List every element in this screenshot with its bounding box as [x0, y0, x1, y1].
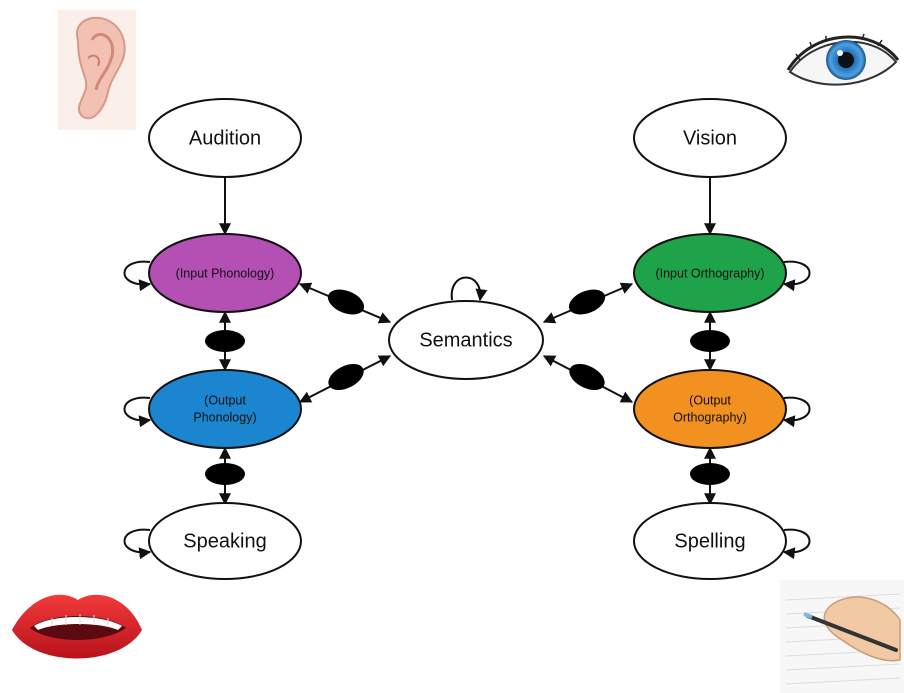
output-phonology-label-line1: (Output [204, 393, 246, 407]
spelling-label: Spelling [674, 530, 745, 552]
connector-ovals [205, 289, 730, 485]
node-semantics: Semantics [388, 300, 544, 380]
output-phonology-label-line2: Phonology) [193, 410, 256, 424]
vision-label: Vision [683, 127, 737, 149]
ear-icon [58, 10, 136, 130]
input-phonology-label: (Input Phonology) [176, 266, 275, 280]
node-vision: Vision [633, 98, 787, 178]
semantics-label: Semantics [419, 329, 512, 351]
node-output-phonology: (Output Phonology) [148, 369, 302, 449]
connector-oval [205, 330, 245, 352]
node-input-orthography: (Input Orthography) [633, 233, 787, 313]
output-orthography-label-line2: Orthography) [673, 410, 747, 424]
input-orthography-label: (Input Orthography) [655, 266, 764, 280]
connector-oval [327, 289, 365, 315]
node-speaking: Speaking [148, 502, 302, 580]
node-output-orthography: (Output Orthography) [633, 369, 787, 449]
connector-oval [568, 289, 606, 315]
hand-writing-icon [780, 580, 904, 693]
node-audition: Audition [148, 98, 302, 178]
node-spelling: Spelling [633, 502, 787, 580]
speaking-label: Speaking [183, 530, 266, 552]
audition-label: Audition [189, 127, 261, 149]
output-orthography-label-line1: (Output [689, 393, 731, 407]
connector-oval [690, 463, 730, 485]
connector-oval [569, 363, 605, 391]
connector-oval [690, 330, 730, 352]
mouth-icon [12, 594, 142, 659]
connector-oval [328, 363, 364, 391]
connector-oval [205, 463, 245, 485]
node-input-phonology: (Input Phonology) [148, 233, 302, 313]
eye-icon [786, 33, 900, 86]
